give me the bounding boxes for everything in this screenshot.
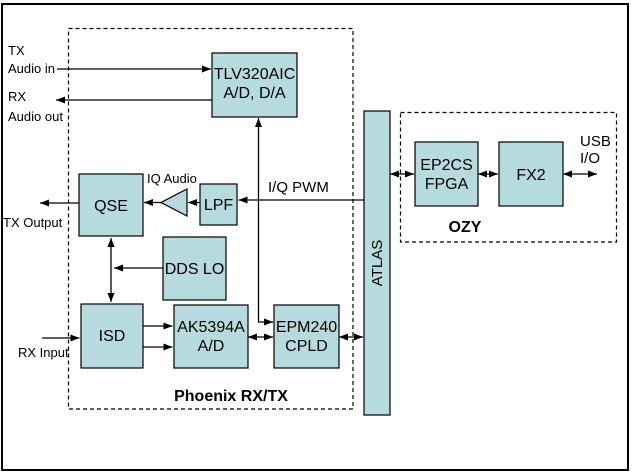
isd-label: ISD xyxy=(99,328,126,345)
block-ak5394a xyxy=(173,304,249,369)
ak5394a-label-line1: AK5394A xyxy=(177,319,245,336)
conn-pwm-to-cpld xyxy=(257,200,273,326)
tlv320aic-label-line2: A/D, D/A xyxy=(223,85,286,102)
block-ep2cs xyxy=(414,141,479,207)
outer-frame xyxy=(1,3,629,471)
phoenix-group-label: Phoenix RX/TX xyxy=(174,388,288,405)
rx-audio-out-label-line1: RX xyxy=(8,89,26,104)
qse-label: QSE xyxy=(94,198,128,215)
amplifier-triangle-icon xyxy=(159,188,188,217)
ep2cs-label-line1: EP2CS xyxy=(420,157,472,174)
iq-pwm-label: I/Q PWM xyxy=(268,179,329,196)
ep2cs-label-line2: FPGA xyxy=(425,176,469,193)
block-qse xyxy=(78,173,144,237)
fx2-label: FX2 xyxy=(516,167,545,184)
epm240-label-line1: EPM240 xyxy=(276,319,337,336)
block-atlas-bus xyxy=(363,110,391,416)
block-tlv320aic xyxy=(211,52,298,118)
tlv320aic-label-line1: TLV320AIC xyxy=(214,66,296,83)
epm240-label-line2: CPLD xyxy=(285,338,328,355)
tx-output-label: TX Output xyxy=(3,215,63,230)
block-lpf xyxy=(199,183,238,226)
iq-audio-label: IQ Audio xyxy=(147,171,197,186)
phoenix-group-box xyxy=(67,27,354,410)
ak5394a-label-line2: A/D xyxy=(198,338,225,355)
tx-audio-in-label-line2: Audio in xyxy=(8,61,55,76)
rx-audio-out-label-line2: Audio out xyxy=(8,109,63,124)
lpf-label: LPF xyxy=(204,197,234,214)
ozy-group-label: OZY xyxy=(449,219,482,236)
block-dds-lo xyxy=(162,236,227,301)
block-fx2 xyxy=(498,141,564,207)
block-isd xyxy=(80,303,144,369)
dds-lo-label: DDS LO xyxy=(165,261,225,278)
atlas-label: ATLAS xyxy=(369,240,386,286)
usb-io-label-line1: USB xyxy=(580,133,611,150)
usb-io-label-line2: I/O xyxy=(580,150,600,167)
block-epm240 xyxy=(273,304,340,369)
tx-audio-in-label-line1: TX xyxy=(8,43,25,58)
rx-input-label: RX Input xyxy=(18,345,69,360)
